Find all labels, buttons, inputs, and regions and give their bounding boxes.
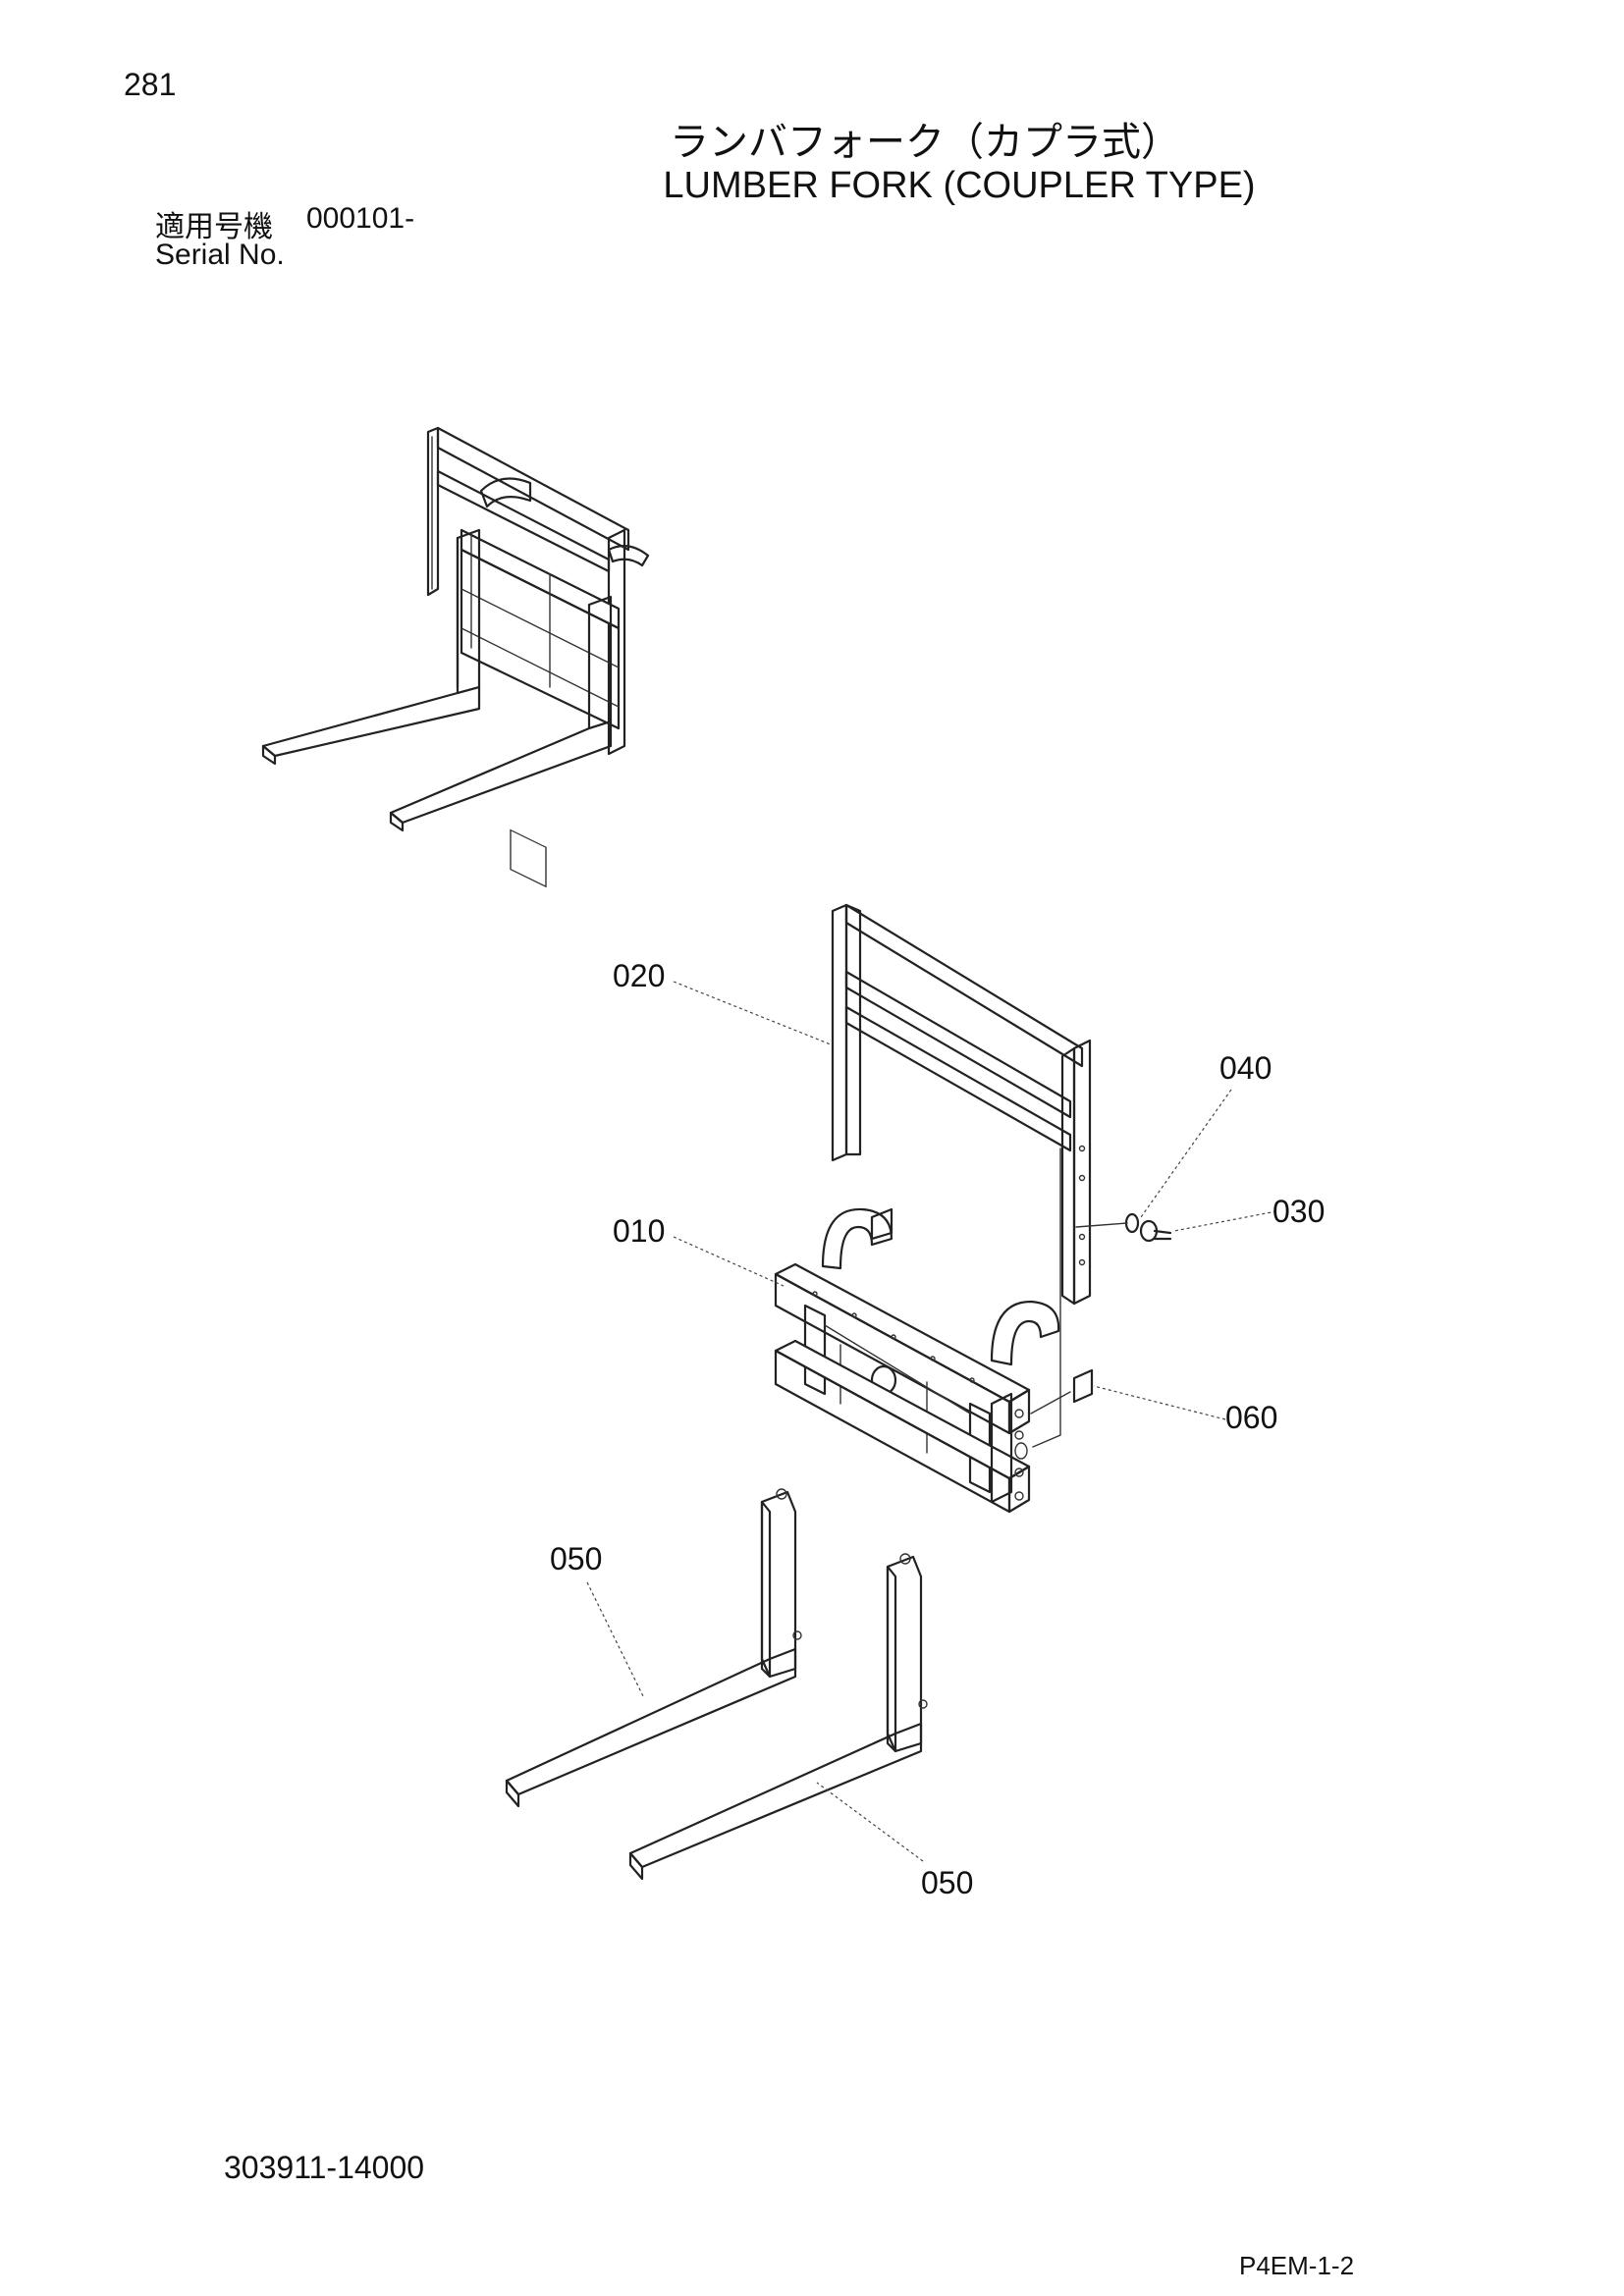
leader-lines [586,981,1277,1862]
serial-label-japanese: 適用号機 [155,210,273,244]
assembled-lumber-fork-view [261,426,650,888]
part-040-washer [1124,1212,1140,1234]
callout-010: 010 [613,1213,666,1249]
callout-040: 040 [1219,1050,1272,1086]
serial-label-english: Serial No. [155,239,285,271]
callout-050-right: 050 [921,1865,974,1900]
part-030-bolt [1139,1219,1172,1243]
callout-030: 030 [1272,1194,1326,1229]
part-020-backrest [831,903,1092,1306]
part-010-carriage [774,1207,1060,1514]
part-060-label-plate [1072,1368,1094,1404]
callout-050-left: 050 [550,1541,603,1576]
title-japanese: ランバフォーク（カプラ式） [670,120,1180,165]
sheet-code: P4EM-1-2 [1239,2251,1355,2280]
title-english: LUMBER FORK (COUPLER TYPE) [663,165,1256,206]
callout-060: 060 [1225,1400,1278,1435]
page-number: 281 [124,67,177,102]
part-number-code: 303911-14000 [224,2150,425,2185]
assembly-lines [1030,1148,1128,1448]
callout-020: 020 [613,958,666,993]
serial-number-value: 000101- [306,202,415,235]
part-050-fork-right [628,1553,928,1881]
part-050-fork-left [505,1488,802,1808]
